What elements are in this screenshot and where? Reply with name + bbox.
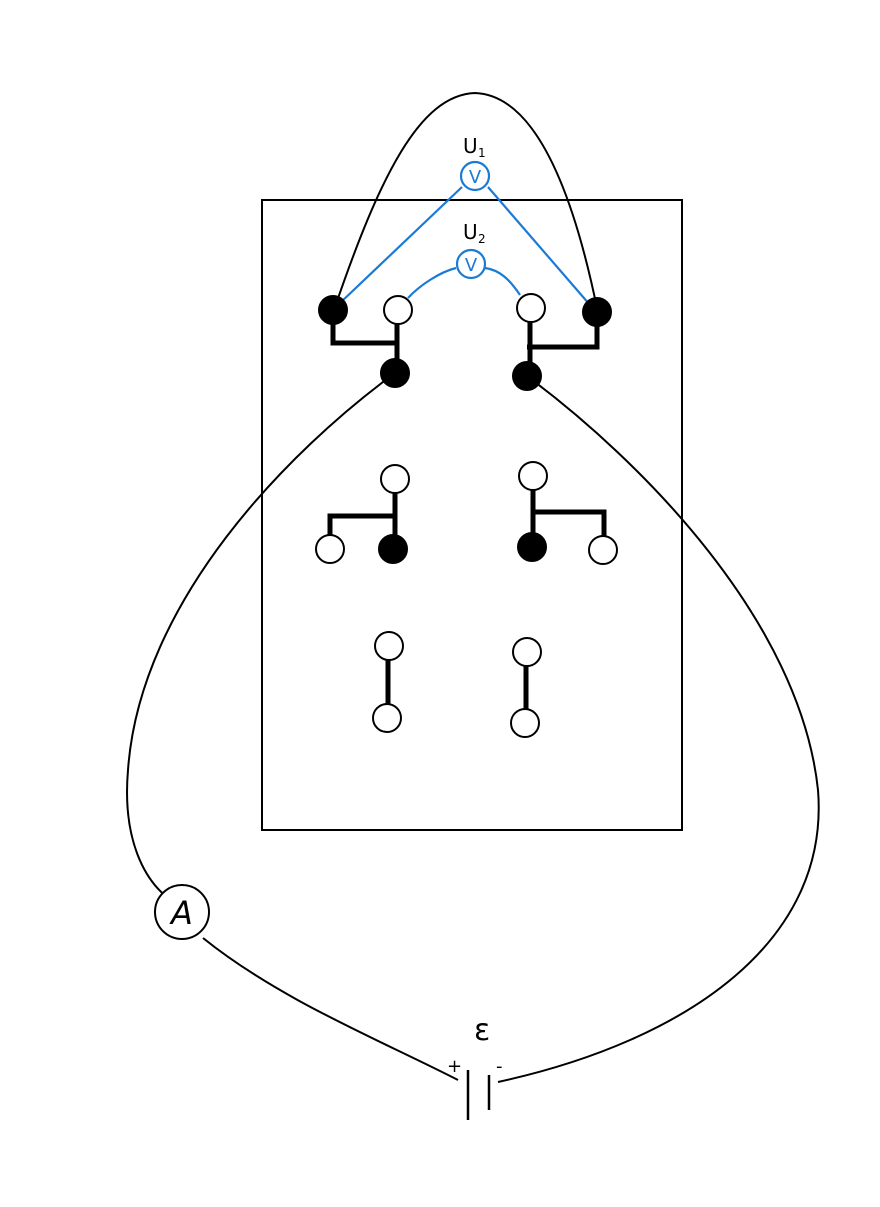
ammeter-icon [154, 884, 210, 940]
terminal-r1-inner-right [516, 293, 546, 323]
terminal-r2-bottom-left [378, 534, 408, 564]
main-loop-wire-ammeter-to-battery [202, 937, 459, 1081]
voltmeter-u1-subscript: 1 [478, 146, 486, 160]
voltmeter-u2-wire-right [484, 266, 521, 296]
terminal-r1-outer-left [318, 295, 348, 325]
main-loop-wire-right [497, 375, 820, 1083]
terminal-r3-bottom-right [510, 708, 540, 738]
voltmeter-u1-symbol: V [469, 167, 482, 188]
battery-plus-label: + [447, 1056, 462, 1077]
terminal-board [261, 199, 683, 831]
voltmeter-u1-icon [459, 160, 491, 192]
voltmeter-u2-subscript: 2 [478, 232, 486, 246]
terminal-r2-top-right [518, 461, 548, 491]
voltmeter-u1-wire-right [487, 186, 591, 306]
voltmeter-u2-icon [455, 248, 487, 280]
ammeter-label: A [169, 894, 193, 932]
terminal-r3-top-right [512, 637, 542, 667]
terminal-r1-outer-right [582, 297, 612, 327]
terminal-r3-top-left [374, 631, 404, 661]
voltmeter-u2-wire-left [407, 266, 457, 299]
voltmeter-u2-symbol: V [465, 255, 478, 276]
main-loop-wire-left [126, 372, 396, 899]
terminal-r1-inner-left [383, 295, 413, 325]
terminal-r1-bottom-left [380, 358, 410, 388]
voltmeter-u1-label: U [463, 134, 478, 158]
terminal-r1-bottom-right [512, 361, 542, 391]
voltmeter-u1-wire-left [339, 186, 463, 304]
outer-top-wire [333, 91, 599, 314]
terminal-r2-bottom-far-right [588, 535, 618, 565]
terminal-r2-bottom-far-left [315, 534, 345, 564]
terminal-r3-bottom-left [372, 703, 402, 733]
terminal-r2-bottom-right [517, 532, 547, 562]
terminal-r2-top-left [380, 464, 410, 494]
voltmeter-u2-label: U [463, 220, 478, 244]
battery-minus-label: - [496, 1056, 503, 1077]
battery-emf-label: ε [474, 1013, 490, 1048]
